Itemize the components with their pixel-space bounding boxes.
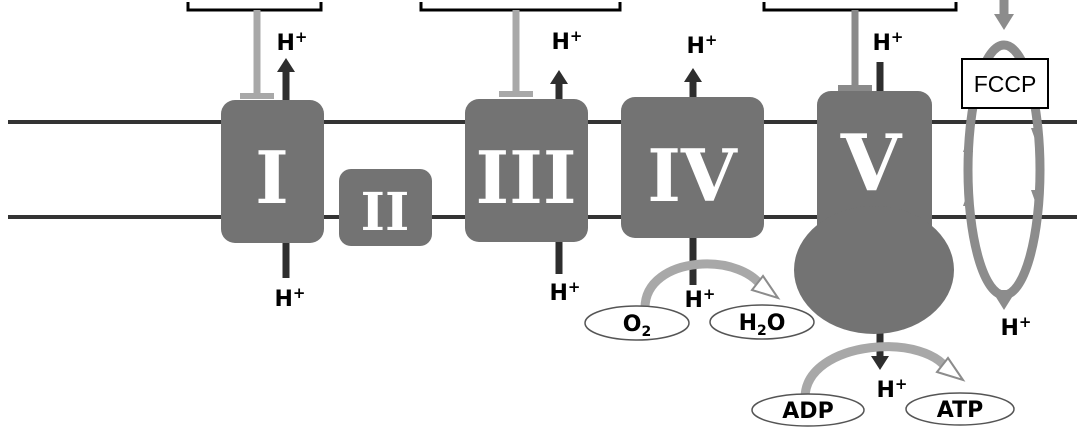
h2o-label: H2O: [739, 311, 786, 339]
proton-label-4-top: H+: [687, 31, 718, 59]
o2-h2o-arrowhead: [750, 274, 781, 300]
atp-label: ATP: [937, 398, 983, 423]
o2-label: O2: [623, 312, 651, 340]
proton-label-5-bottom: H+: [877, 375, 908, 403]
o2-h2o-arrow: [640, 259, 770, 309]
adp-atp-arrow: [800, 342, 955, 399]
adp-label: ADP: [782, 399, 833, 424]
inhibitor-bracket-3: [419, 2, 622, 97]
proton-label-3-bottom: H+: [550, 278, 581, 306]
complex-v: [794, 91, 954, 334]
complex-i-label: I: [255, 135, 289, 220]
atp-oval: [905, 392, 1015, 426]
proton-label-1-top: H+: [277, 28, 308, 56]
complex-iii-label: III: [475, 135, 576, 220]
proton-label-4-bottom: H+: [685, 285, 716, 313]
fccp-box: [961, 58, 1049, 109]
proton-arrow-up-1: [277, 58, 295, 100]
complex-iv-label: IV: [647, 133, 738, 218]
proton-label-5-top: H+: [873, 28, 904, 56]
fccp-loop: [963, 0, 1045, 310]
proton-label-3-top: H+: [552, 27, 583, 55]
complex-v-label: V: [840, 118, 903, 209]
complex-i: [221, 100, 324, 243]
o2-oval: [584, 305, 690, 341]
inhibitor-bracket-5: [762, 2, 958, 91]
adp-oval: [751, 393, 865, 427]
adp-atp-arrowhead: [935, 356, 966, 382]
complex-ii-label: II: [361, 182, 410, 243]
fccp-label: FCCP: [974, 71, 1037, 97]
complex-iv: [621, 97, 764, 238]
complex-ii: [339, 169, 432, 246]
proton-label-1-bottom: H+: [275, 284, 306, 312]
h2o-oval: [709, 304, 815, 340]
proton-arrow-up-4: [684, 68, 702, 98]
complex-iii: [465, 99, 588, 242]
proton-arrow-up-3: [550, 70, 568, 100]
proton-label-fccp: H+: [1001, 313, 1032, 341]
inhibitor-bracket-1: [186, 2, 323, 99]
